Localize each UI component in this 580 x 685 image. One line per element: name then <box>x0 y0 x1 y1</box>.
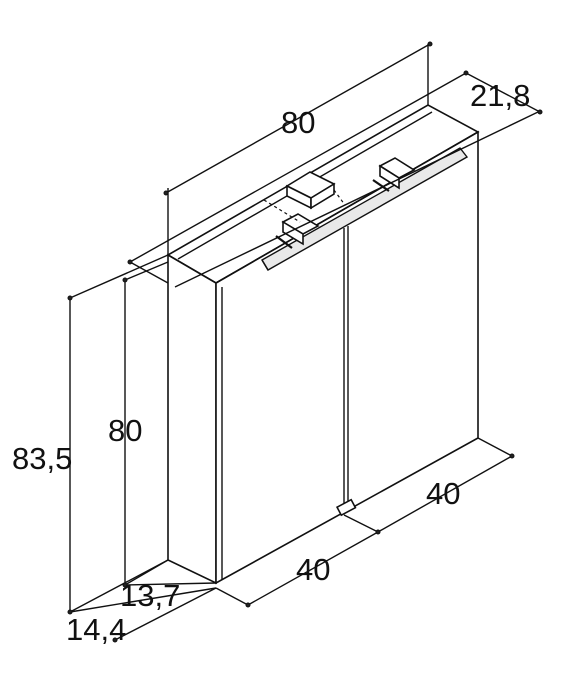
lamp-assembly <box>261 147 469 271</box>
dimension-labels: 80 21,8 83,5 80 13,7 14,4 40 40 <box>12 78 530 647</box>
label-width-top: 80 <box>281 105 315 140</box>
cabinet-side-panel <box>167 253 217 585</box>
label-height-body: 80 <box>108 413 142 448</box>
dim-line-depth-body <box>124 582 217 586</box>
dim-line-depth-total <box>69 587 217 613</box>
label-door-right: 40 <box>426 476 460 511</box>
dim-line-door-left <box>247 531 379 606</box>
dim-line-door-right <box>377 455 513 533</box>
door-handle <box>335 498 357 517</box>
dim-line-depth-top <box>129 72 467 263</box>
front-top-edge <box>215 131 479 284</box>
dimension-lines <box>67 41 543 643</box>
label-door-left: 40 <box>296 552 330 587</box>
label-depth-top: 21,8 <box>470 78 530 113</box>
label-depth-total: 14,4 <box>66 612 126 647</box>
label-height-total: 83,5 <box>12 441 72 476</box>
label-depth-body: 13,7 <box>120 578 180 613</box>
cabinet-body <box>166 104 480 585</box>
dim-line-width-top <box>165 43 431 194</box>
